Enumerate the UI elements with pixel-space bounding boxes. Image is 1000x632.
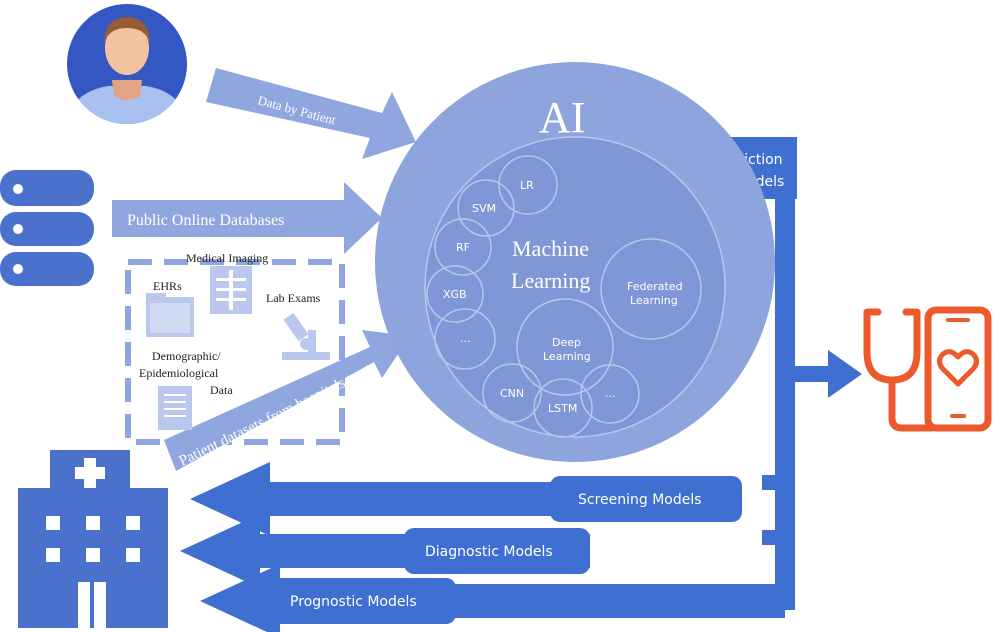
federated-line1: Federated [627,280,683,293]
phone-heart-icon [924,306,992,432]
deep-learning-circle [516,298,614,396]
ellipsis-left-label: ... [460,332,471,345]
diagnostic-models-box [404,528,590,574]
demographic-label-line2: Epidemiological [139,366,219,380]
svm-label: SVM [472,202,496,215]
output-connector-lines [762,140,835,610]
wearable-output-arrow [828,350,862,398]
ellipsis-left-circle [434,308,496,370]
diagnostic-models-label: Diagnostic Models [425,544,553,560]
lr-label: LR [520,179,534,192]
ellipsis-right-circle [580,364,640,424]
screening-models-label: Screening Models [578,492,702,508]
document-icon [158,386,192,430]
hospital-icon [18,450,168,628]
federated-learning-circle [600,238,702,340]
diagnostic-models-arrow [180,514,590,588]
xray-icon [210,266,252,314]
ellipsis-right-label: ... [605,387,616,400]
lr-circle [498,155,558,215]
microscope-icon [282,312,330,360]
cnn-circle [482,363,542,423]
ehr-folder-icon [146,293,194,337]
public-databases-arrow [112,182,382,254]
svm-circle [457,179,515,237]
rf-circle [434,218,492,276]
ai-title: AI [539,93,585,142]
ehrs-label: EHRs [153,279,182,293]
cnn-label: CNN [500,387,524,400]
deep-line1: Deep [552,336,581,349]
machine-learning-line2: Learning [511,268,590,293]
database-icon [0,170,94,286]
screening-models-box [550,476,742,522]
medical-imaging-label: Medical Imaging [186,251,268,265]
xgb-label: XGB [443,288,467,301]
stethoscope-icon [863,308,936,432]
hospital-datasets-arrow [164,330,410,471]
rf-label: RF [456,241,470,254]
patient-avatar-icon [67,4,187,124]
lab-exams-label: Lab Exams [266,291,321,305]
demographic-label-line3: Data [210,383,233,397]
prognostic-models-box [268,578,456,624]
lstm-label: LSTM [548,402,577,415]
deep-line2: Learning [543,350,591,363]
demographic-label-line1: Demographic/ [152,349,221,363]
prognostic-models-label: Prognostic Models [290,594,417,610]
federated-line2: Learning [630,294,678,307]
machine-learning-line1: Machine [512,236,589,261]
machine-learning-circle [424,136,726,438]
public-databases-label: Public Online Databases [127,212,284,229]
screening-models-arrow [190,462,740,536]
lstm-circle [533,378,593,438]
data-by-patient-arrow [206,68,416,159]
xgb-circle [426,265,484,323]
